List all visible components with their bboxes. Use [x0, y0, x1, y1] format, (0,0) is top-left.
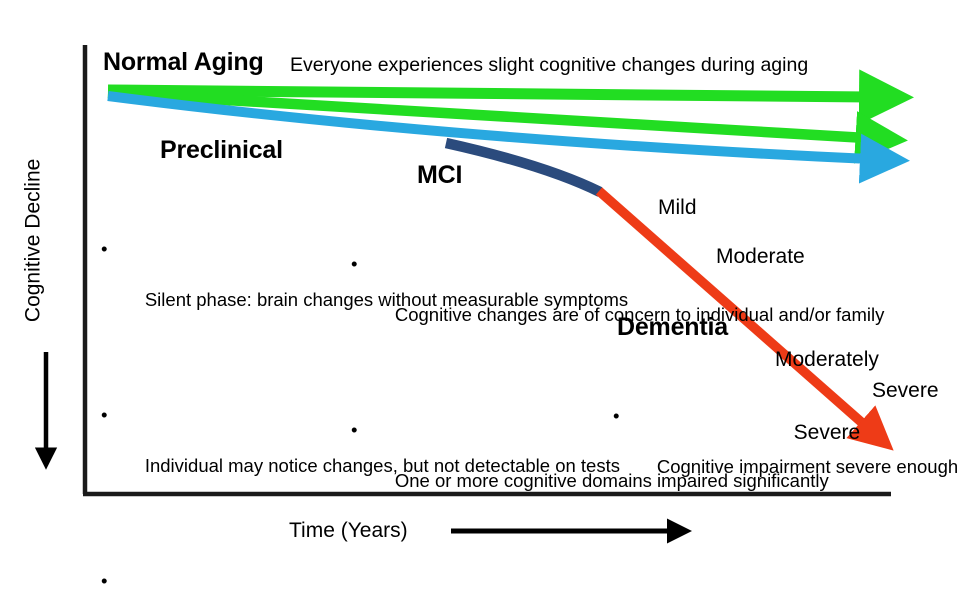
stage-heading-dementia: Dementia — [617, 313, 728, 341]
severity-label-moderately-severe-line1: Moderately — [775, 347, 879, 371]
y-axis-label: Cognitive Decline — [21, 158, 45, 323]
severity-label-moderate: Moderate — [716, 245, 805, 268]
list-item-text: Cognitive changes are of concern to indi… — [394, 303, 885, 325]
x-axis-label: Time (Years) — [289, 519, 408, 542]
list-item: • One or more cognitive domains impaired… — [351, 417, 829, 518]
stage-heading-normal-aging: Normal Aging — [103, 48, 264, 76]
dementia-arrow — [595, 187, 894, 451]
list-item: • Individual may notice changes, but not… — [101, 402, 620, 503]
list-item: • Silent phase: brain changes without me… — [101, 236, 628, 337]
list-item: • Cognitive changes are of concern to in… — [351, 251, 884, 352]
bullet-dot-icon: • — [613, 405, 620, 427]
preclinical-arrow — [107, 91, 910, 184]
severity-label-moderately-severe: Moderately Severe — [775, 299, 879, 494]
chart-axes — [82, 45, 891, 497]
severity-label-mild: Mild — [658, 196, 697, 219]
list-item: • “A stage where the patient knows, but … — [101, 568, 343, 589]
normal-aging-lower-arrow — [107, 87, 908, 164]
bullet-dot-icon: • — [351, 419, 358, 441]
bullet-dot-icon: • — [101, 238, 108, 260]
list-item-text: Silent phase: brain changes without meas… — [144, 288, 629, 310]
stage-bullets-dementia: • Cognitive impairment severe enough to … — [613, 353, 958, 554]
bullet-dot-icon: • — [351, 583, 357, 589]
bullet-dot-icon: • — [101, 404, 108, 426]
stage-heading-mci: MCI — [417, 161, 463, 189]
list-item: • Preserved activities of daily living — [351, 583, 603, 589]
list-item-text: One or more cognitive domains impaired s… — [394, 469, 829, 491]
diagram-subtitle: Everyone experiences slight cognitive ch… — [290, 54, 809, 76]
list-item-text: Individual may notice changes, but not d… — [144, 454, 620, 476]
stage-bullets-mci: • Cognitive changes are of concern to in… — [351, 201, 884, 589]
list-item-text: Cognitive impairment severe enough to in… — [656, 455, 959, 477]
severity-label-moderately-severe-line2: Severe — [793, 420, 861, 444]
bullet-dot-icon: • — [101, 570, 108, 589]
stage-heading-preclinical: Preclinical — [160, 136, 283, 164]
list-item: • Cognitive impairment severe enough to … — [613, 403, 958, 504]
severity-label-severe: Severe — [872, 379, 939, 402]
stage-bullets-preclinical: • Silent phase: brain changes without me… — [101, 186, 628, 589]
normal-aging-upper-arrow — [107, 69, 914, 125]
mci-line — [444, 137, 603, 197]
bullet-dot-icon: • — [351, 253, 358, 275]
